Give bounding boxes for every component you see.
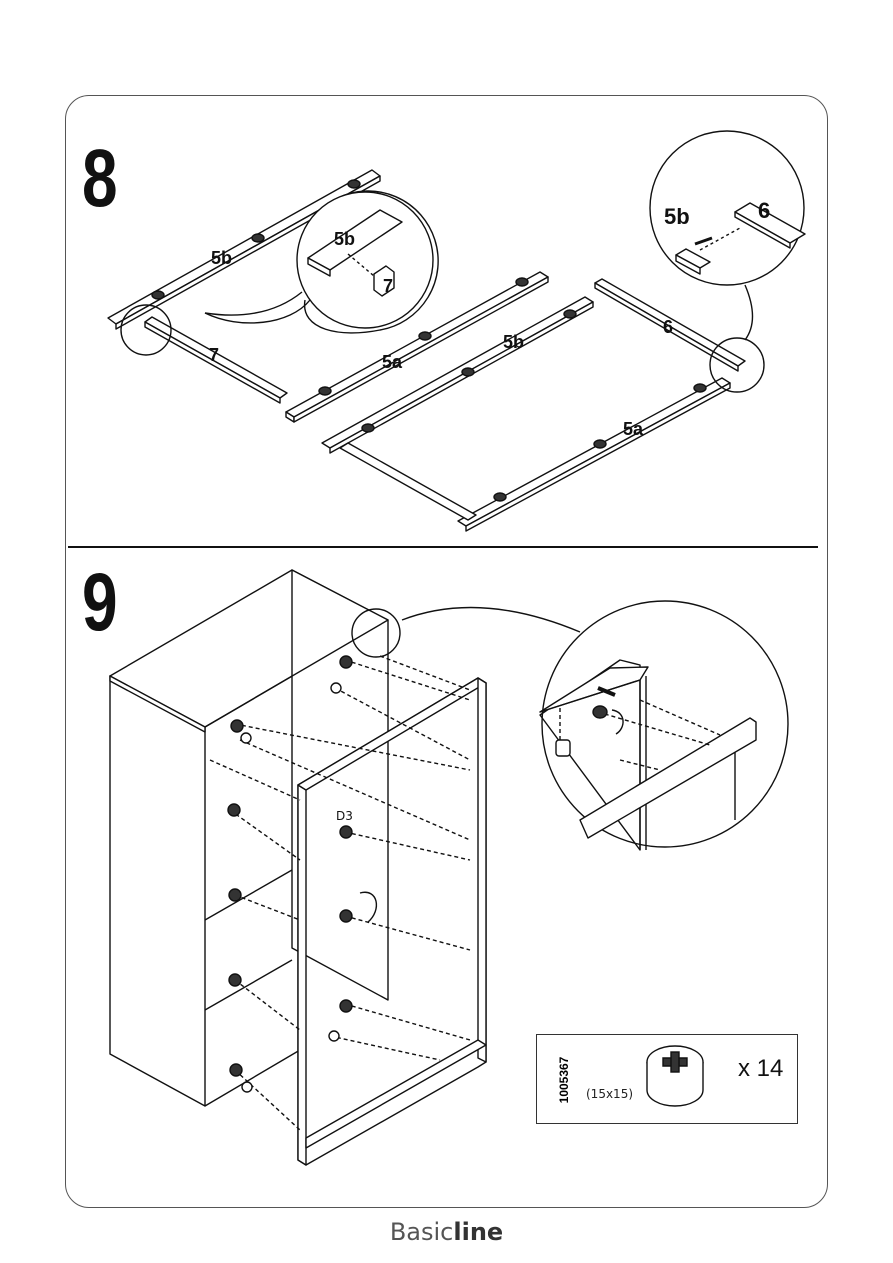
zoom-bubble-right <box>649 130 805 286</box>
zoom-right-label-5b: 5b <box>664 204 690 229</box>
assembly-guide-lines <box>209 655 471 1131</box>
cabinet-left-side <box>109 675 206 1107</box>
fitting-label-d3: D3 <box>336 809 353 823</box>
label-5a-middle: 5a <box>382 352 403 372</box>
label-5a-frame: 5a <box>623 419 644 439</box>
cam-fittings-frame <box>361 309 707 502</box>
cam-lock-icon <box>646 1045 704 1107</box>
step-9-number: 9 <box>82 557 118 648</box>
label-5b-top: 5b <box>211 248 232 268</box>
step-divider <box>68 546 818 548</box>
zoom-right-label-6: 6 <box>758 198 770 223</box>
step-8-number: 8 <box>82 133 118 224</box>
parts-box <box>536 1034 798 1124</box>
detail-circle-step9 <box>351 608 401 658</box>
detail-circle-right <box>709 337 765 393</box>
label-6: 6 <box>663 317 673 337</box>
cam-fittings-5a-middle <box>318 277 529 396</box>
brand-light: Basic <box>389 1218 454 1246</box>
part-quantity: x 14 <box>738 1055 784 1082</box>
step-8-labels: 5b 7 5a 5b 6 5a 5b 7 5b 6 <box>209 198 770 439</box>
zoom-left-label-5b: 5b <box>334 229 355 249</box>
rail-5a-frame <box>457 377 731 527</box>
rail-frame-left <box>339 442 477 521</box>
part-code: 1005367 <box>557 1056 571 1104</box>
instruction-frame <box>65 95 828 1208</box>
label-7: 7 <box>209 345 219 365</box>
part-size: (15x15) <box>586 1087 634 1101</box>
cam-fittings-5b-top <box>151 179 361 300</box>
rotate-arrow-icon <box>359 891 378 923</box>
brand-bold: line <box>453 1218 504 1246</box>
zoom-left-label-7: 7 <box>383 276 393 296</box>
brand-logo: Basicline <box>0 1218 893 1246</box>
zoom-bubble-step9 <box>541 600 789 848</box>
detail-circle-left <box>120 304 172 356</box>
cam-fittings-cabinet <box>227 655 353 1093</box>
label-5b-frame: 5b <box>503 332 524 352</box>
